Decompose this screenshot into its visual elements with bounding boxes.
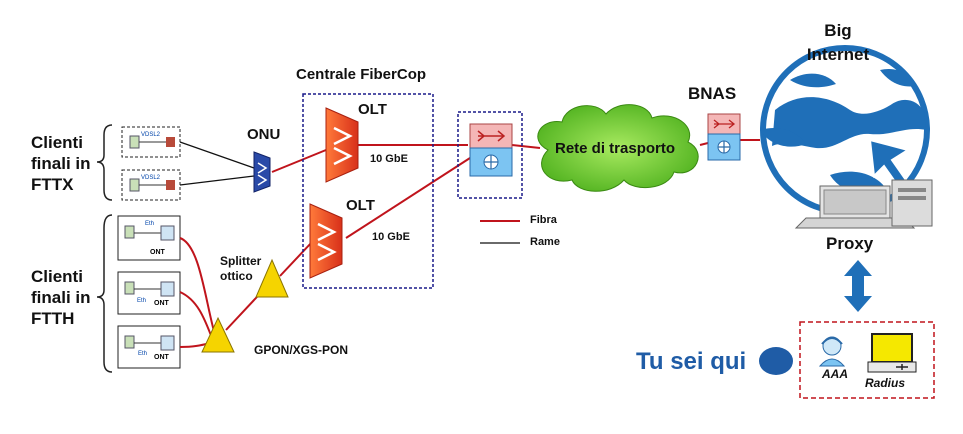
central-box	[302, 93, 434, 289]
olt-top-device	[325, 107, 359, 183]
rate-bottom-label: 10 GbE	[372, 231, 410, 243]
eth-label-3: Eth	[138, 351, 148, 357]
splitter-top	[255, 258, 289, 298]
you-are-here-label: Tu sei qui	[636, 348, 747, 375]
onu-device	[253, 151, 271, 193]
vdsl-label-2: VDSL2	[141, 175, 161, 181]
core-switch-box	[457, 111, 523, 199]
transport-cloud-label: Rete di trasporto	[555, 140, 676, 157]
eth-label-2: Eth	[137, 298, 147, 304]
onu-label: ONU	[247, 126, 281, 143]
proxy-double-arrow	[844, 260, 872, 312]
olt-bottom-device	[309, 203, 343, 279]
fttx-bracket	[96, 124, 113, 201]
aaa-label: AAA	[822, 367, 848, 381]
bnas-device	[707, 113, 741, 161]
fiber-cloud-bnas	[699, 142, 709, 146]
ont-label-1: ONT	[150, 249, 165, 256]
central-title: Centrale FiberCop	[296, 66, 427, 83]
radius-label: Radius	[865, 376, 906, 390]
copper-link-1	[179, 141, 255, 169]
copper-link-2	[179, 175, 255, 186]
core-switch-device	[469, 123, 513, 177]
legend-copper-label: Rame	[530, 236, 560, 248]
legend-fiber-label: Fibra	[530, 214, 557, 226]
ftth-client-3	[117, 325, 181, 369]
ftth-bracket	[96, 214, 113, 373]
olt-bottom-label: OLT	[346, 197, 375, 214]
ftth-client-1	[117, 215, 181, 261]
fttx-clients-label: Clienti finali in FTTX	[31, 133, 91, 194]
radius-server-icon	[867, 333, 917, 373]
ont-label-3: ONT	[154, 354, 169, 361]
rate-top-label: 10 GbE	[370, 153, 408, 165]
proxy-computer-icon	[794, 179, 933, 229]
bnas-label: BNAS	[688, 84, 737, 103]
ftth-client-2	[117, 271, 181, 315]
big-internet-label: Big Internet	[806, 21, 870, 64]
fiber-ftth-1	[179, 237, 216, 336]
fiber-switch-cloud	[511, 144, 541, 149]
gpon-label: GPON/XGS-PON	[254, 343, 349, 357]
aaa-icon	[818, 336, 846, 367]
auth-box	[799, 321, 935, 399]
vdsl-label-1: VDSL2	[141, 132, 161, 138]
ftth-clients-label: Clienti finali in FTTH	[31, 267, 91, 328]
olt-top-label: OLT	[358, 101, 387, 118]
eth-label-1: Eth	[145, 221, 155, 227]
splitter-label: Splitter ottico	[220, 254, 262, 283]
fiber-olt-bottom-switch	[345, 157, 471, 239]
you-are-here-marker	[759, 347, 793, 375]
proxy-label: Proxy	[826, 234, 874, 253]
fiber-onu-olt	[271, 149, 327, 173]
transport-cloud	[537, 104, 699, 192]
ont-label-2: ONT	[154, 300, 169, 307]
fiber-splitter-olt	[279, 241, 313, 277]
splitter-bottom	[201, 316, 235, 353]
